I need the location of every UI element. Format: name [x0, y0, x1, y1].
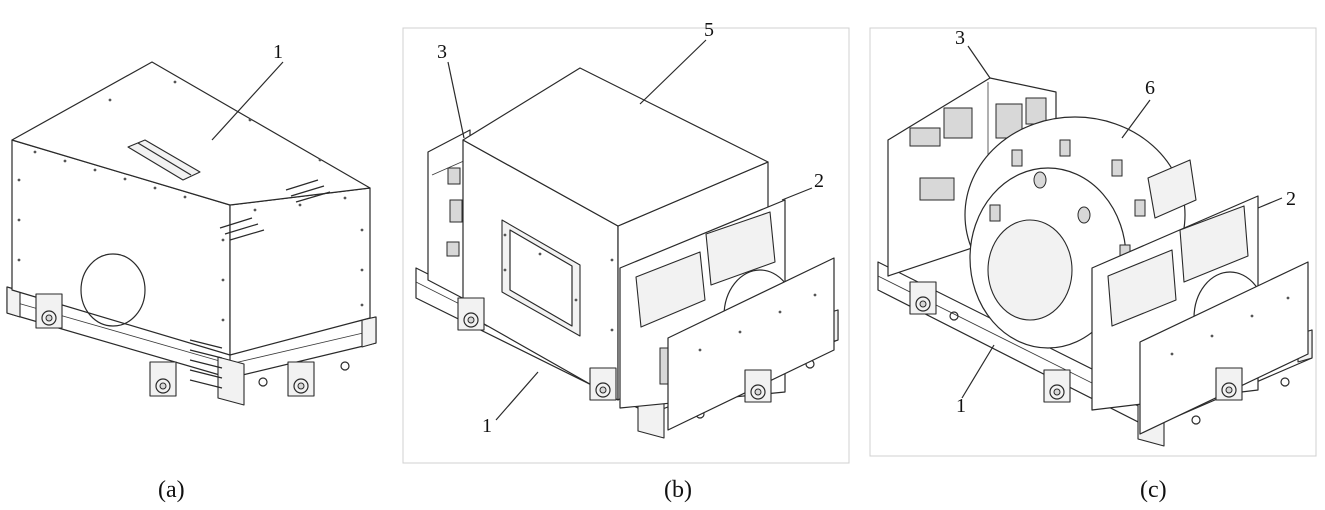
front-panel [1139, 261, 1309, 435]
vent-slots-top [219, 179, 331, 241]
latch [149, 361, 177, 397]
leader-line [639, 39, 707, 105]
callout-label: 5 [704, 19, 714, 41]
leader-line [1257, 197, 1283, 209]
panel-caption: (a) [158, 477, 185, 503]
leader-line [781, 187, 813, 201]
leader-line [211, 61, 284, 141]
callout-label: 2 [1286, 188, 1296, 210]
latch [1043, 369, 1071, 403]
callout-label: 2 [814, 170, 824, 192]
callout-label: 6 [1145, 77, 1155, 99]
base-frame [6, 286, 377, 406]
panel-caption: (c) [1140, 477, 1167, 503]
leader-line [447, 61, 465, 139]
latch [909, 281, 937, 315]
side-circuit-board [427, 129, 471, 303]
latch [1215, 367, 1243, 401]
callout-label: 1 [482, 415, 492, 437]
handle [127, 139, 201, 181]
cabinet-body [11, 61, 371, 397]
latch [589, 367, 617, 401]
leader-line [961, 344, 995, 399]
panel-c: 3 6 2 1 (c) [869, 27, 1317, 503]
vent-slots-front [189, 339, 223, 389]
latch [287, 361, 315, 397]
latch [457, 297, 485, 331]
leader-line [967, 45, 991, 79]
latch [35, 293, 63, 329]
callout-label: 1 [273, 41, 283, 63]
panel-border [402, 27, 850, 464]
panel-border [869, 27, 1317, 457]
leader-line [495, 371, 539, 421]
front-panel [667, 257, 835, 431]
panel-b: 3 5 2 1 (b) [402, 19, 850, 503]
callout-label: 1 [956, 395, 966, 417]
panel-a: 1 (a) [6, 41, 377, 503]
panel-caption: (b) [664, 477, 692, 503]
screw-holes [17, 80, 364, 322]
callout-label: 3 [437, 41, 447, 63]
leader-line [1121, 99, 1151, 139]
latch [744, 369, 772, 403]
callout-label: 3 [955, 27, 965, 49]
